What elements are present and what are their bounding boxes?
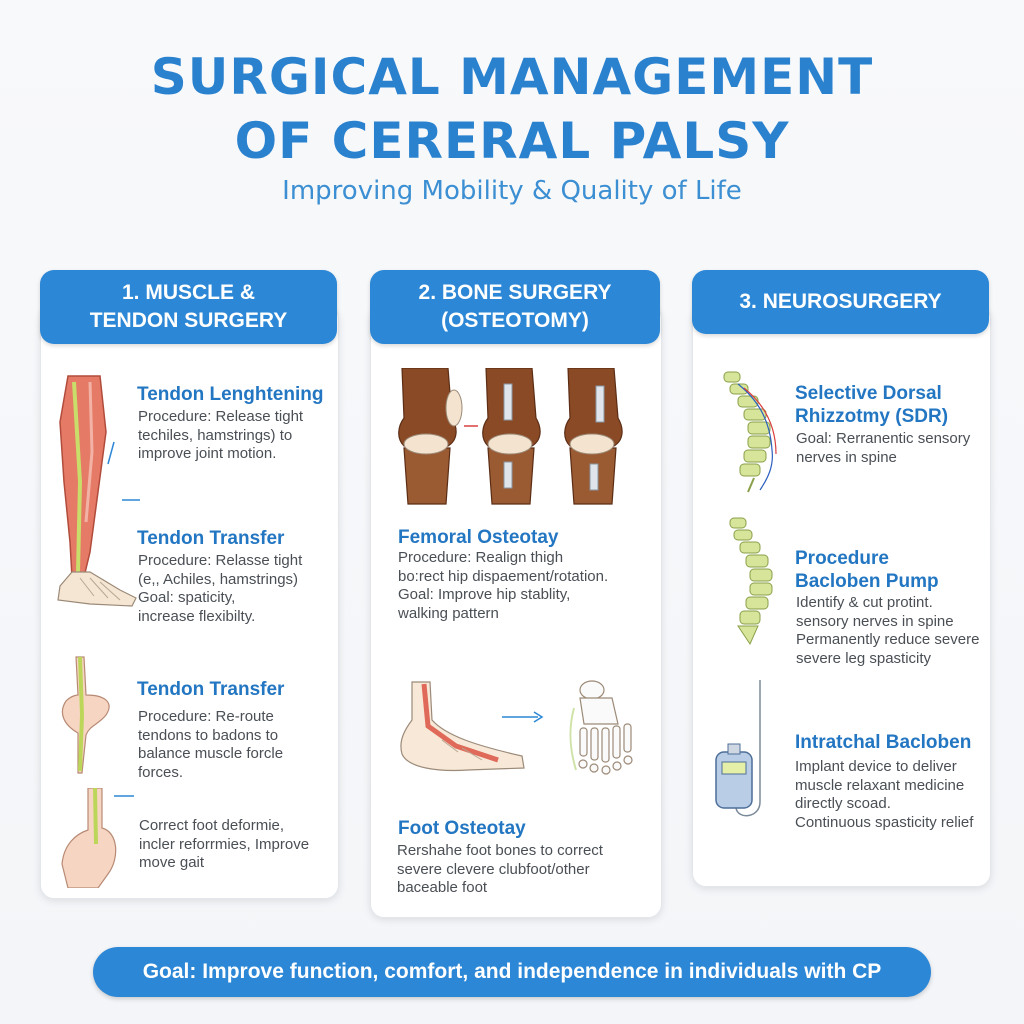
- section-body-foot-osteotomy: Rershahe foot bones to correct severe cl…: [397, 842, 603, 896]
- baclofen-pump-icon: [715, 680, 761, 817]
- section-title-foot-osteotomy: Foot Osteotay: [398, 818, 526, 839]
- section-title-sdr: Selective Dorsal Rhizzotmy (SDR): [795, 383, 949, 427]
- ankle-icon: [61, 788, 134, 888]
- arrow-right-icon: [502, 711, 544, 723]
- page-title-line1: SURGICAL MANAGEMENT: [150, 48, 874, 106]
- column-header-bone-surgery: 2. BONE SURGERY (OSTEOTOMY): [370, 270, 660, 344]
- section-title-baclofen-pump: Procedure Bacloben Pump: [795, 548, 939, 592]
- goal-banner: Goal: Improve function, comfort, and ind…: [93, 947, 931, 997]
- section-title-femoral-osteotomy: Femoral Osteotay: [398, 527, 559, 548]
- column-header-muscle-tendon: 1. MUSCLE & TENDON SURGERY: [40, 270, 337, 344]
- section-title-tendon-transfer-1: Tendon Transfer: [137, 528, 285, 549]
- section-body-tendon-transfer-1: Procedure: Relasse tight (e,, Achiles, h…: [138, 552, 303, 625]
- foot-bones-icon: [569, 680, 633, 775]
- spine-lower-icon: [729, 517, 773, 646]
- section-title-tendon-lengthening: Tendon Lenghtening: [137, 384, 324, 405]
- section-body-femoral-osteotomy: Procedure: Realign thigh bo:rect hip dis…: [398, 549, 609, 622]
- knee-osteotomy-icon: [398, 368, 623, 505]
- section-title-tendon-transfer-2: Tendon Transfer: [137, 679, 285, 700]
- section-body-tendon-transfer-2: Procedure: Re-route tendons to badons to…: [138, 708, 284, 781]
- section-body-intrathecal-baclofen: Implant device to deliver muscle relaxan…: [795, 758, 974, 831]
- leg-muscle-icon: [57, 375, 140, 607]
- column-header-neurosurgery: 3. NEUROSURGERY: [692, 270, 989, 334]
- tendon-icon: [61, 656, 110, 774]
- foot-side-icon: [400, 681, 525, 772]
- section-body-foot-correction: Correct foot deformie, incler reforrmies…: [139, 817, 310, 871]
- page-subtitle: Improving Mobility & Quality of Life: [282, 176, 742, 206]
- section-title-intrathecal-baclofen: Intratchal Bacloben: [795, 732, 972, 753]
- page-title-line2: OF CERERAL PALSY: [234, 112, 790, 170]
- section-body-tendon-lengthening: Procedure: Release tight techiles, hamst…: [138, 408, 304, 462]
- section-body-sdr: Goal: Rerranentic sensory nerves in spin…: [796, 430, 971, 466]
- spine-icon: [723, 371, 777, 493]
- section-body-baclofen-pump: Identify & cut protint. sensory nerves i…: [796, 594, 980, 667]
